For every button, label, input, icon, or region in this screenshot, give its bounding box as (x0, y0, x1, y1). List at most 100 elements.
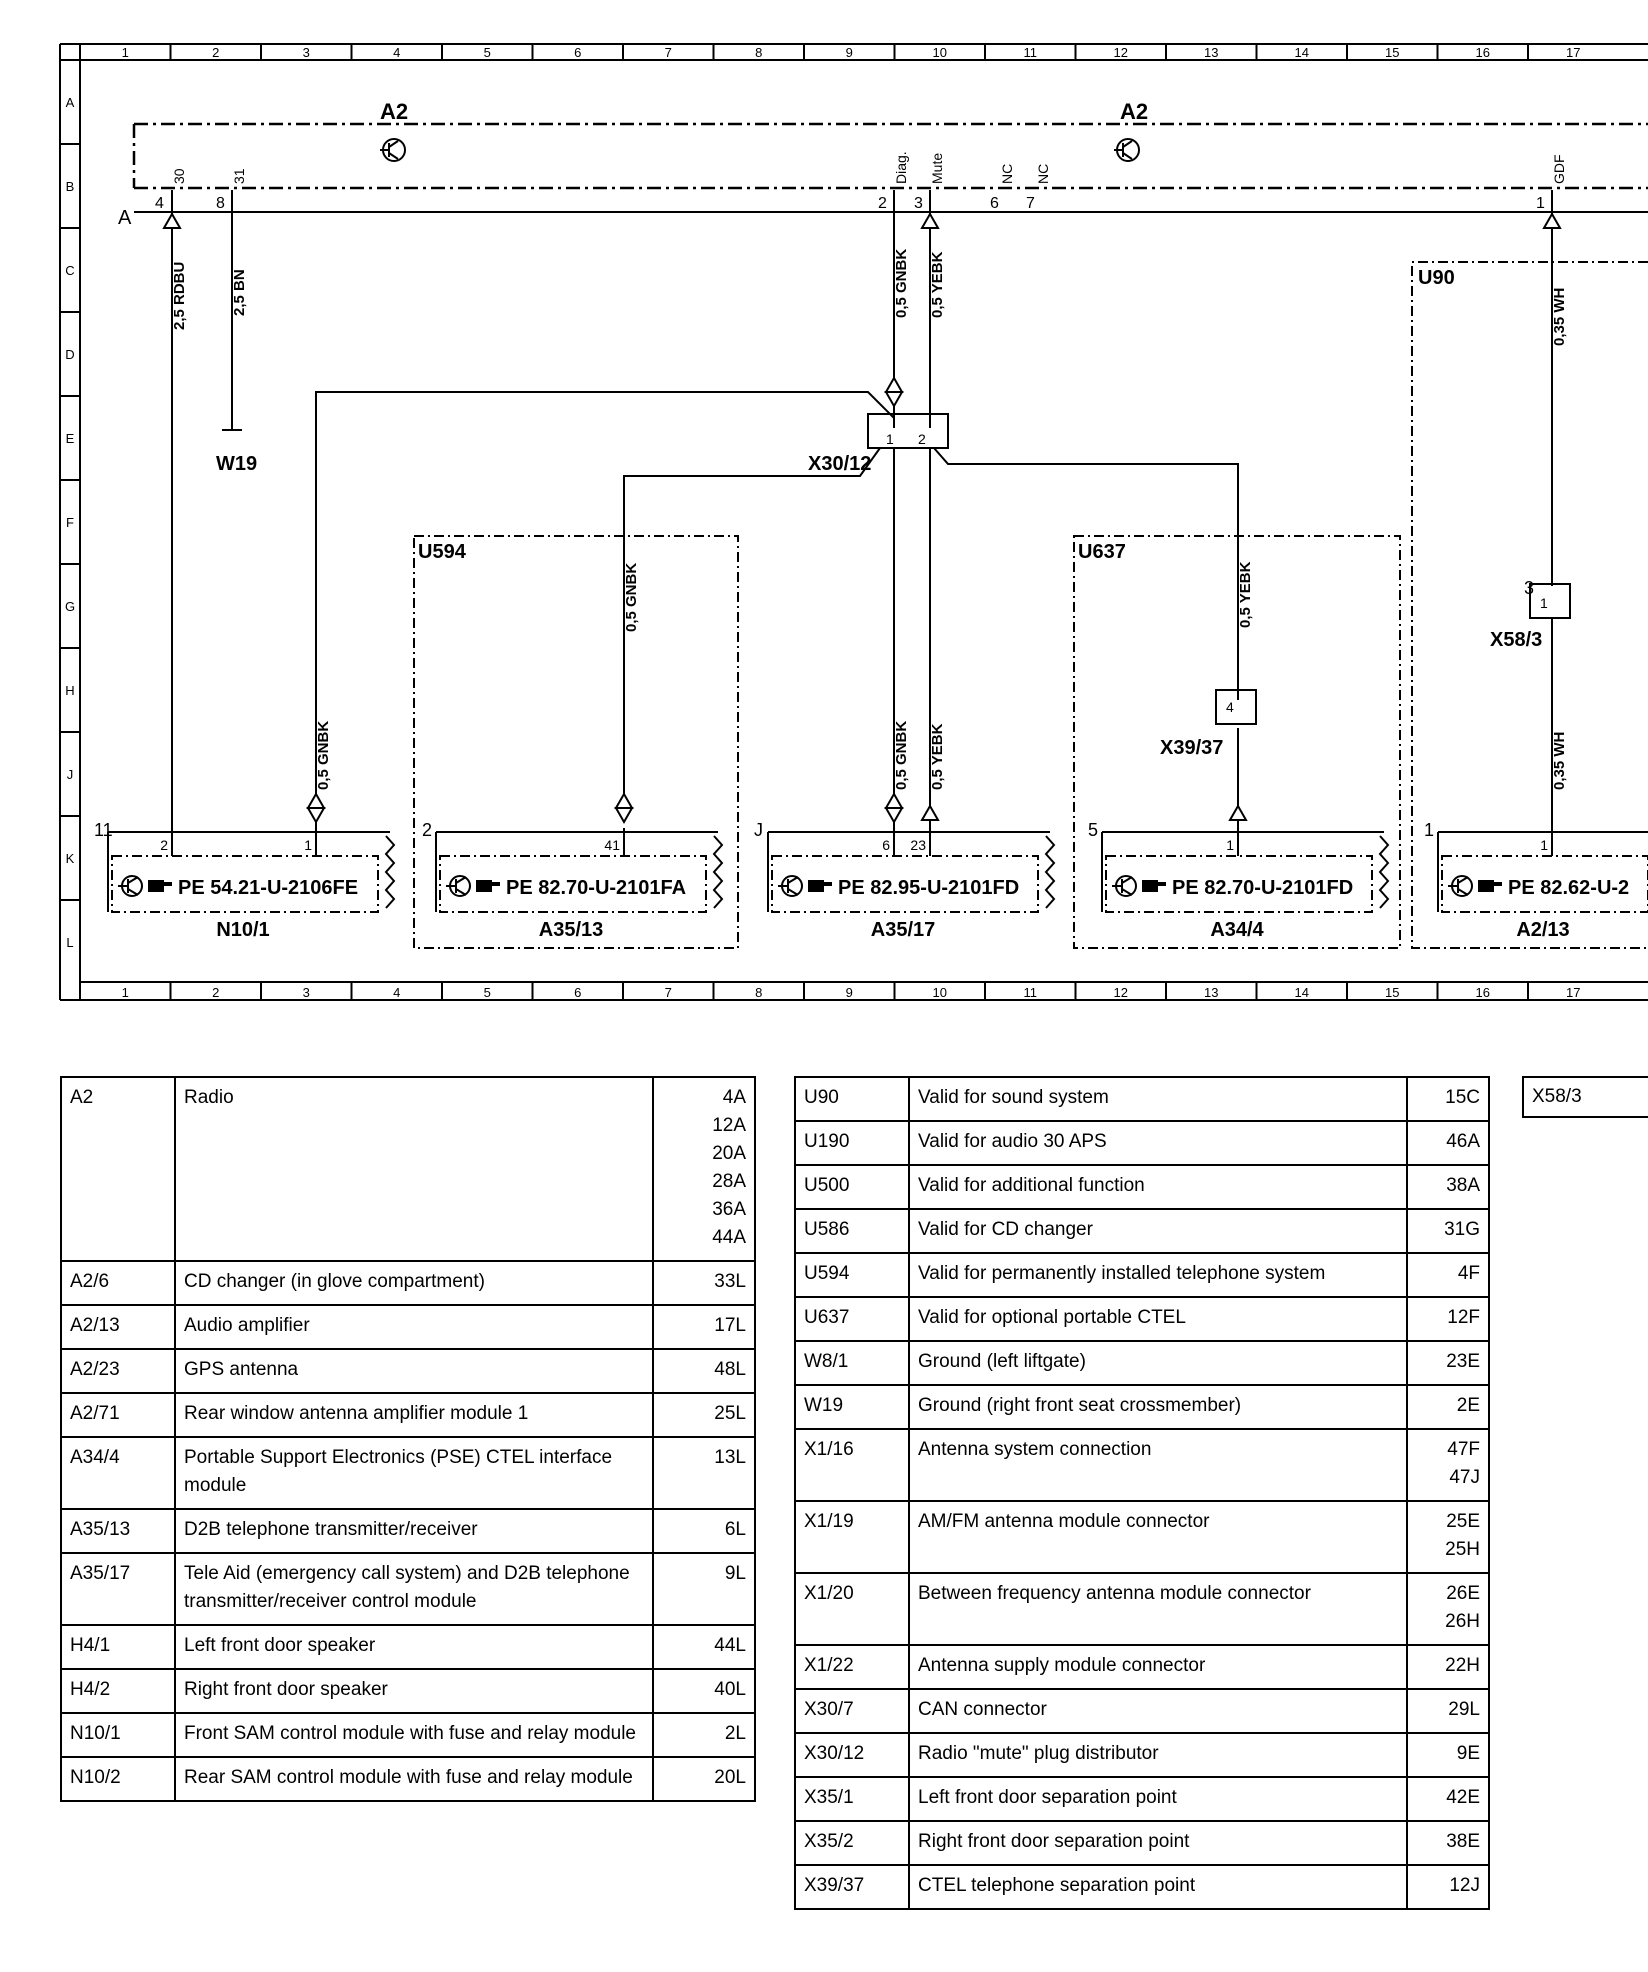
legend-code: H4/2 (60, 1668, 176, 1714)
pin-number: 41 (604, 837, 620, 853)
legend-description: Valid for permanently installed telephon… (908, 1252, 1408, 1298)
grid-column-label: 16 (1476, 985, 1490, 1000)
legend-description: Right front door speaker (174, 1668, 654, 1714)
grid-column-label: 9 (846, 45, 853, 60)
grid-column-label: 16 (1476, 45, 1490, 60)
pin-number: 2 (878, 195, 887, 212)
module-reference: PE 54.21-U-2106FE (178, 877, 358, 899)
legend-description: Valid for audio 30 APS (908, 1120, 1408, 1166)
legend-position: 4A 12A 20A 28A 36A 44A (652, 1076, 756, 1262)
legend-description: Radio "mute" plug distributor (908, 1732, 1408, 1778)
module-reference: PE 82.62-U-2 (1508, 877, 1629, 899)
pin-number: 3 (1524, 578, 1534, 598)
grid-row-label: L (66, 935, 73, 950)
grid-column-label: 13 (1204, 45, 1218, 60)
grid-row-label: H (65, 683, 74, 698)
legend-code: U90 (794, 1076, 910, 1122)
legend-position: 44L (652, 1624, 756, 1670)
pin-number: 6 (882, 837, 890, 853)
pin-name: NC (999, 164, 1015, 184)
module-number: 1 (1424, 820, 1434, 840)
wire-label: 0,5 YEBK (929, 251, 946, 318)
legend-position: 13L (652, 1436, 756, 1510)
pin-number: 4 (155, 195, 164, 212)
transistor-icon (778, 875, 803, 897)
legend-description: Right front door separation point (908, 1820, 1408, 1866)
x30-12-label: X30/12 (808, 453, 871, 475)
module-id: A2/13 (1516, 919, 1569, 941)
legend-position: 40L (652, 1668, 756, 1714)
wire-label: 0,5 YEBK (1237, 561, 1254, 628)
grid-row-label: F (66, 515, 74, 530)
module-id: N10/1 (216, 919, 269, 941)
legend-position: 17L (652, 1304, 756, 1350)
grid-column-label: 4 (393, 985, 400, 1000)
legend-description: Left front door speaker (174, 1624, 654, 1670)
legend-code: U637 (794, 1296, 910, 1342)
x39-37-label: X39/37 (1160, 737, 1223, 759)
legend-position: 15C (1406, 1076, 1490, 1122)
legend-code: W8/1 (794, 1340, 910, 1386)
legend-code: N10/2 (60, 1756, 176, 1802)
grid-row-label: C (65, 263, 74, 278)
grid-column-label: 11 (1024, 45, 1038, 60)
legend-position: 25E 25H (1406, 1500, 1490, 1574)
legend-position: 26E 26H (1406, 1572, 1490, 1646)
legend-description: Antenna system connection (908, 1428, 1408, 1502)
grid-column-label: 12 (1114, 985, 1128, 1000)
legend-description: Portable Support Electronics (PSE) CTEL … (174, 1436, 654, 1510)
grid-column-label: 4 (393, 45, 400, 60)
legend-code: X35/2 (794, 1820, 910, 1866)
legend-position: 12J (1406, 1864, 1490, 1910)
legend-code: W19 (794, 1384, 910, 1430)
grid-column-label: 3 (303, 985, 310, 1000)
legend-code: A34/4 (60, 1436, 176, 1510)
module-id: A35/13 (539, 919, 604, 941)
transistor-icon (1112, 875, 1137, 897)
legend-code: A2/23 (60, 1348, 176, 1394)
connector-arrows (162, 211, 1562, 825)
pointing-hand-icon (148, 880, 172, 892)
pin-number: 8 (216, 195, 225, 212)
transistor-icon (118, 875, 143, 897)
grid-column-label: 13 (1204, 985, 1218, 1000)
grid-row-label: E (66, 431, 75, 446)
legend-code: X30/7 (794, 1688, 910, 1734)
pin-name: NC (1035, 164, 1051, 184)
grid-column-label: 6 (574, 985, 581, 1000)
pin-stubs (171, 190, 1553, 212)
legend-code: U594 (794, 1252, 910, 1298)
diagram-frame (59, 43, 1648, 1001)
legend-description: Between frequency antenna module connect… (908, 1572, 1408, 1646)
transistor-icon (1448, 875, 1473, 897)
u637-label: U637 (1078, 541, 1126, 563)
grid-column-label: 8 (755, 985, 762, 1000)
pin-number: 2 (160, 837, 168, 853)
legend-position: 6L (652, 1508, 756, 1554)
legend-description: Front SAM control module with fuse and r… (174, 1712, 654, 1758)
legend-position: 25L (652, 1392, 756, 1438)
grid-column-label: 17 (1566, 45, 1580, 60)
legend-position: 4F (1406, 1252, 1490, 1298)
legend-code: X1/19 (794, 1500, 910, 1574)
grid-row-label: G (65, 599, 75, 614)
grid-column-label: 11 (1024, 985, 1038, 1000)
legend-position: 33L (652, 1260, 756, 1306)
legend-code: U500 (794, 1164, 910, 1210)
